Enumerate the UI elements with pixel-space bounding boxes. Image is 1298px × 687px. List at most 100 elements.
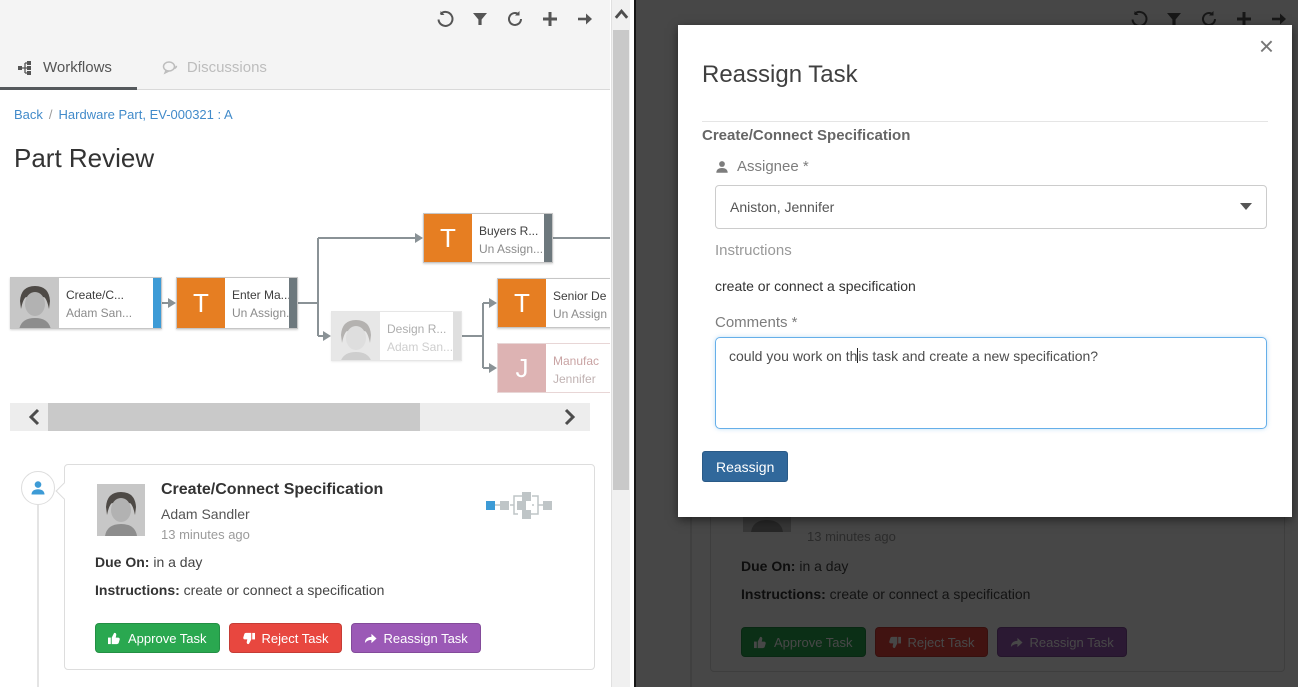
comments-text-after-caret: is task and create a new specification? [858,348,1099,364]
button-label: Reject Task [261,630,329,646]
reassign-task-modal: × Reassign Task Create/Connect Specifica… [678,25,1292,517]
task-due-row: Due On: in a day [95,554,202,570]
comments-textarea[interactable]: could you work on this task and create a… [715,337,1267,429]
task-letter-icon: T [498,279,546,327]
vertical-scroll-thumb[interactable] [613,30,629,490]
timeline-user-icon [21,471,55,505]
active-tab-underline [0,87,137,90]
modal-title: Reassign Task [702,61,858,88]
button-label: Approve Task [128,630,207,646]
node-text: Design R... Adam San... [380,312,453,360]
workflow-page: Workflows Discussions Back / Hardware Part… [0,0,634,687]
reassign-task-button[interactable]: Reassign Task [350,623,481,653]
workflow-node-enter-ma[interactable]: T Enter Ma... Un Assign... [176,277,298,329]
page-title: Part Review [14,143,155,173]
comments-text-before-caret: could you work on th [729,348,858,364]
task-letter-icon: T [424,214,472,262]
reassign-submit-button[interactable]: Reassign [702,451,789,482]
chat-icon [162,60,178,75]
task-letter-icon: J [498,344,546,392]
node-title: Create/C... [66,288,125,302]
task-assignee: Adam Sandler [161,506,250,522]
page-toolbar [0,0,610,46]
scroll-right-icon[interactable] [560,408,578,426]
node-title: Enter Ma... [232,288,289,302]
workflow-node-create-connect[interactable]: Create/C... Adam San... [10,277,162,329]
tab-discussions[interactable]: Discussions [144,46,285,89]
page-vertical-scrollbar[interactable] [611,0,630,687]
instructions-value: create or connect a specification [183,582,385,598]
task-title: Create/Connect Specification [161,481,384,498]
history-icon[interactable] [436,10,454,28]
assignee-label-text: Assignee * [737,158,809,175]
tab-label: Discussions [186,59,267,76]
avatar-photo [11,278,59,328]
node-text: Enter Ma... Un Assign... [225,278,289,328]
breadcrumb: Back / Hardware Part, EV-000321 : A [14,107,233,122]
workflow-diagram: Create/C... Adam San... T Enter Ma... Un… [0,180,610,402]
node-title: Design R... [387,322,447,336]
node-subtitle: Jennifer [553,372,596,386]
tab-workflows[interactable]: Workflows [0,46,130,89]
person-icon [716,160,728,173]
avatar-photo [95,484,147,536]
thumbs-down-icon [242,632,255,644]
node-text: Senior De Un Assign [546,279,610,327]
reassign-arrow-icon [364,633,377,643]
approve-task-button[interactable]: Approve Task [95,623,220,653]
text-cursor [857,348,859,363]
filter-icon[interactable] [471,10,489,28]
button-label: Reassign Task [383,630,468,646]
workflow-connectors [162,233,610,373]
modal-task-title: Create/Connect Specification [702,127,911,144]
workflow-node-manufacturing[interactable]: J Manufac Jennifer [497,343,610,393]
thumbs-up-icon [108,632,120,644]
breadcrumb-current-link[interactable]: Hardware Part, EV-000321 : A [58,107,233,122]
forward-arrow-icon[interactable] [576,10,594,28]
task-instructions-row: Instructions: create or connect a specif… [95,582,384,598]
node-status-bar [453,312,461,360]
node-subtitle: Adam San... [66,306,133,320]
workflow-node-buyers[interactable]: T Buyers R... Un Assign... [423,213,553,263]
assignee-selected-value: Aniston, Jennifer [730,199,835,215]
workflow-node-senior[interactable]: T Senior De Un Assign [497,278,610,328]
node-title: Buyers R... [479,224,539,238]
refresh-icon[interactable] [506,10,524,28]
node-title: Senior De [553,289,607,303]
diagram-horizontal-scrollbar[interactable] [10,403,590,431]
scroll-up-icon[interactable] [613,4,630,26]
horizontal-scroll-thumb[interactable] [48,403,420,431]
workflow-icon [18,60,31,75]
node-title: Manufac [553,354,600,368]
node-text: Buyers R... Un Assign... [472,214,544,262]
node-subtitle: Un Assign... [232,306,289,320]
breadcrumb-back-link[interactable]: Back [14,107,43,122]
node-status-bar [544,214,552,262]
assignee-select[interactable]: Aniston, Jennifer [715,185,1267,229]
workflow-node-design[interactable]: Design R... Adam San... [331,311,462,361]
instructions-label: Instructions [715,242,792,259]
instructions-label: Instructions: [95,582,180,598]
node-subtitle: Un Assign... [479,242,544,256]
task-card: Create/Connect Specification Adam Sandle… [55,464,595,670]
task-actions: Approve Task Reject Task Reassign Task [95,623,481,653]
scroll-left-icon[interactable] [26,408,44,426]
instructions-value: create or connect a specification [715,278,916,294]
close-icon[interactable]: × [1258,31,1274,61]
node-subtitle: Un Assign [553,307,608,321]
reject-task-button[interactable]: Reject Task [228,623,342,653]
tab-bar: Workflows Discussions [0,46,610,90]
card-notch [55,482,73,500]
plus-icon[interactable] [541,10,559,28]
modal-divider [702,121,1268,122]
chevron-down-icon [1240,203,1252,211]
mini-workflow-icon[interactable] [486,491,558,523]
comments-label: Comments * [715,314,798,331]
due-value: in a day [153,554,203,570]
task-timestamp: 13 minutes ago [161,527,250,542]
breadcrumb-separator: / [48,107,53,122]
node-status-bar [153,278,161,328]
node-text: Create/C... Adam San... [59,278,153,328]
node-text: Manufac Jennifer [546,344,610,392]
